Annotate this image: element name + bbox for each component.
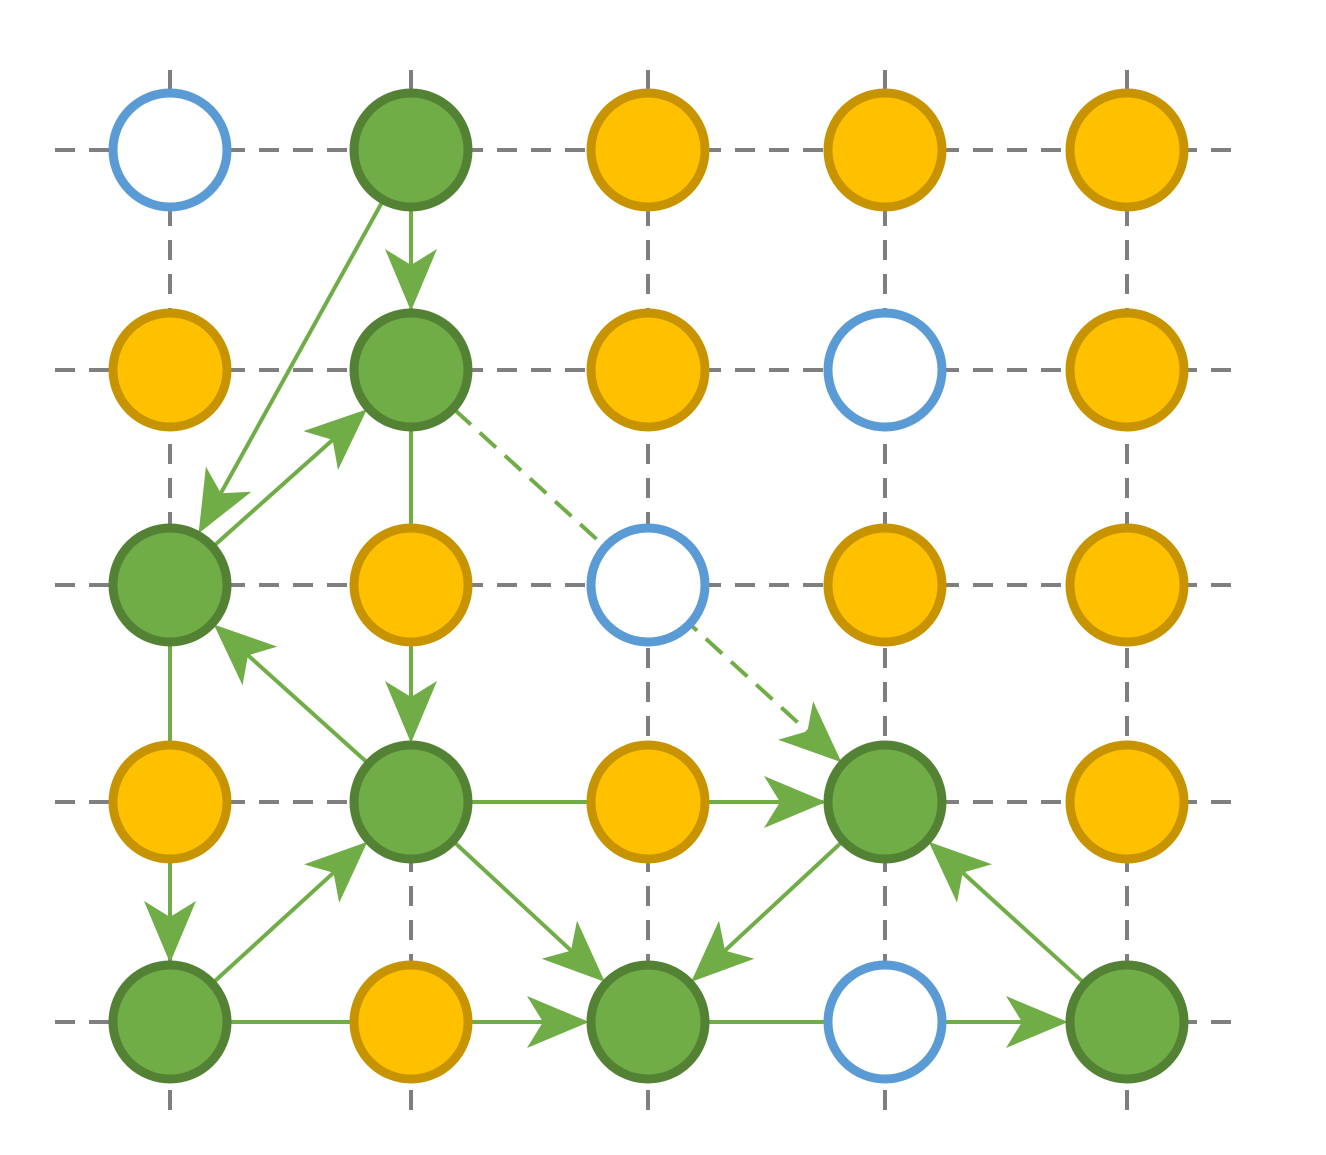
edge-line: [212, 438, 334, 548]
node-orange: [1065, 308, 1189, 432]
arrowhead: [198, 466, 252, 534]
edge-line: [246, 653, 369, 765]
arrowhead: [385, 681, 437, 743]
node-orange: [1065, 740, 1189, 864]
edge-arrow: [452, 840, 605, 982]
node-green: [823, 740, 947, 864]
node-green: [349, 308, 473, 432]
arrowhead: [385, 249, 437, 311]
node-empty: [586, 523, 710, 647]
node-green: [349, 88, 473, 212]
edge-arrow: [928, 841, 1085, 984]
node-orange: [108, 740, 232, 864]
edge-line: [452, 840, 573, 953]
nodes: [108, 88, 1189, 1084]
edge-arrow: [691, 840, 844, 982]
edge-line: [212, 871, 335, 984]
node-orange: [108, 308, 232, 432]
arrowhead: [304, 841, 368, 903]
node-orange: [349, 523, 473, 647]
edge-line: [723, 840, 844, 953]
arrowhead: [928, 841, 992, 903]
node-orange: [586, 740, 710, 864]
node-green: [108, 960, 232, 1084]
arrowhead: [1006, 996, 1068, 1048]
node-orange: [1065, 88, 1189, 212]
node-orange: [586, 308, 710, 432]
node-empty: [823, 308, 947, 432]
arrowhead: [691, 920, 755, 982]
arrowhead: [527, 996, 589, 1048]
arrowhead: [764, 776, 826, 828]
node-orange: [823, 88, 947, 212]
edge-arrow: [213, 624, 369, 765]
node-empty: [108, 88, 232, 212]
node-orange: [586, 88, 710, 212]
arrowhead: [303, 409, 367, 470]
arrowhead: [144, 901, 196, 963]
node-green: [1065, 960, 1189, 1084]
arrowhead: [213, 624, 278, 686]
node-green: [349, 740, 473, 864]
edge-arrow: [212, 841, 368, 984]
arrowhead: [778, 701, 842, 763]
node-green: [108, 523, 232, 647]
edge-arrow: [212, 409, 367, 548]
node-empty: [823, 960, 947, 1084]
node-orange: [349, 960, 473, 1084]
edge-arrow: [385, 209, 437, 311]
edge-line: [961, 871, 1085, 984]
edge-line: [219, 200, 385, 495]
node-orange: [823, 523, 947, 647]
arrowhead: [541, 920, 605, 982]
node-green: [586, 960, 710, 1084]
node-orange: [1065, 523, 1189, 647]
edge-arrow: [198, 200, 385, 534]
